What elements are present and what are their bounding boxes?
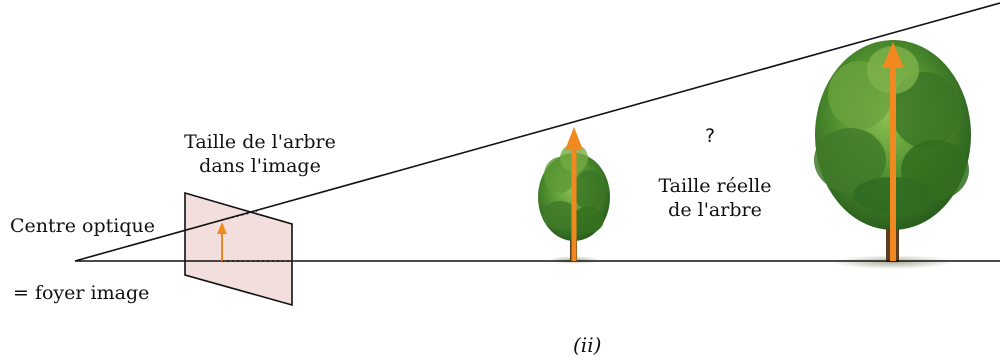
image-focus-label: = foyer image: [13, 282, 150, 304]
tree-size-in-image-line2: dans l'image: [199, 155, 321, 177]
ray-behind-plane: [221, 210, 258, 221]
real-tree-size-line1: Taille réelle: [658, 175, 772, 197]
image-plane: [184, 191, 293, 307]
sight-ray: [74, 2, 1000, 262]
figure-caption: (ii): [573, 333, 602, 357]
optical-center-label: Centre optique: [10, 215, 155, 237]
large-tree-arrow: [882, 42, 904, 261]
question-mark-label: ?: [705, 125, 716, 147]
real-tree-size-label: Taille réelle de l'arbre: [640, 174, 790, 222]
image-arrow: [217, 222, 227, 261]
real-tree-size-line2: de l'arbre: [668, 199, 762, 221]
small-tree-arrow: [565, 127, 583, 261]
tree-size-in-image-label: Taille de l'arbre dans l'image: [165, 130, 355, 178]
tree-size-in-image-line1: Taille de l'arbre: [184, 131, 336, 153]
